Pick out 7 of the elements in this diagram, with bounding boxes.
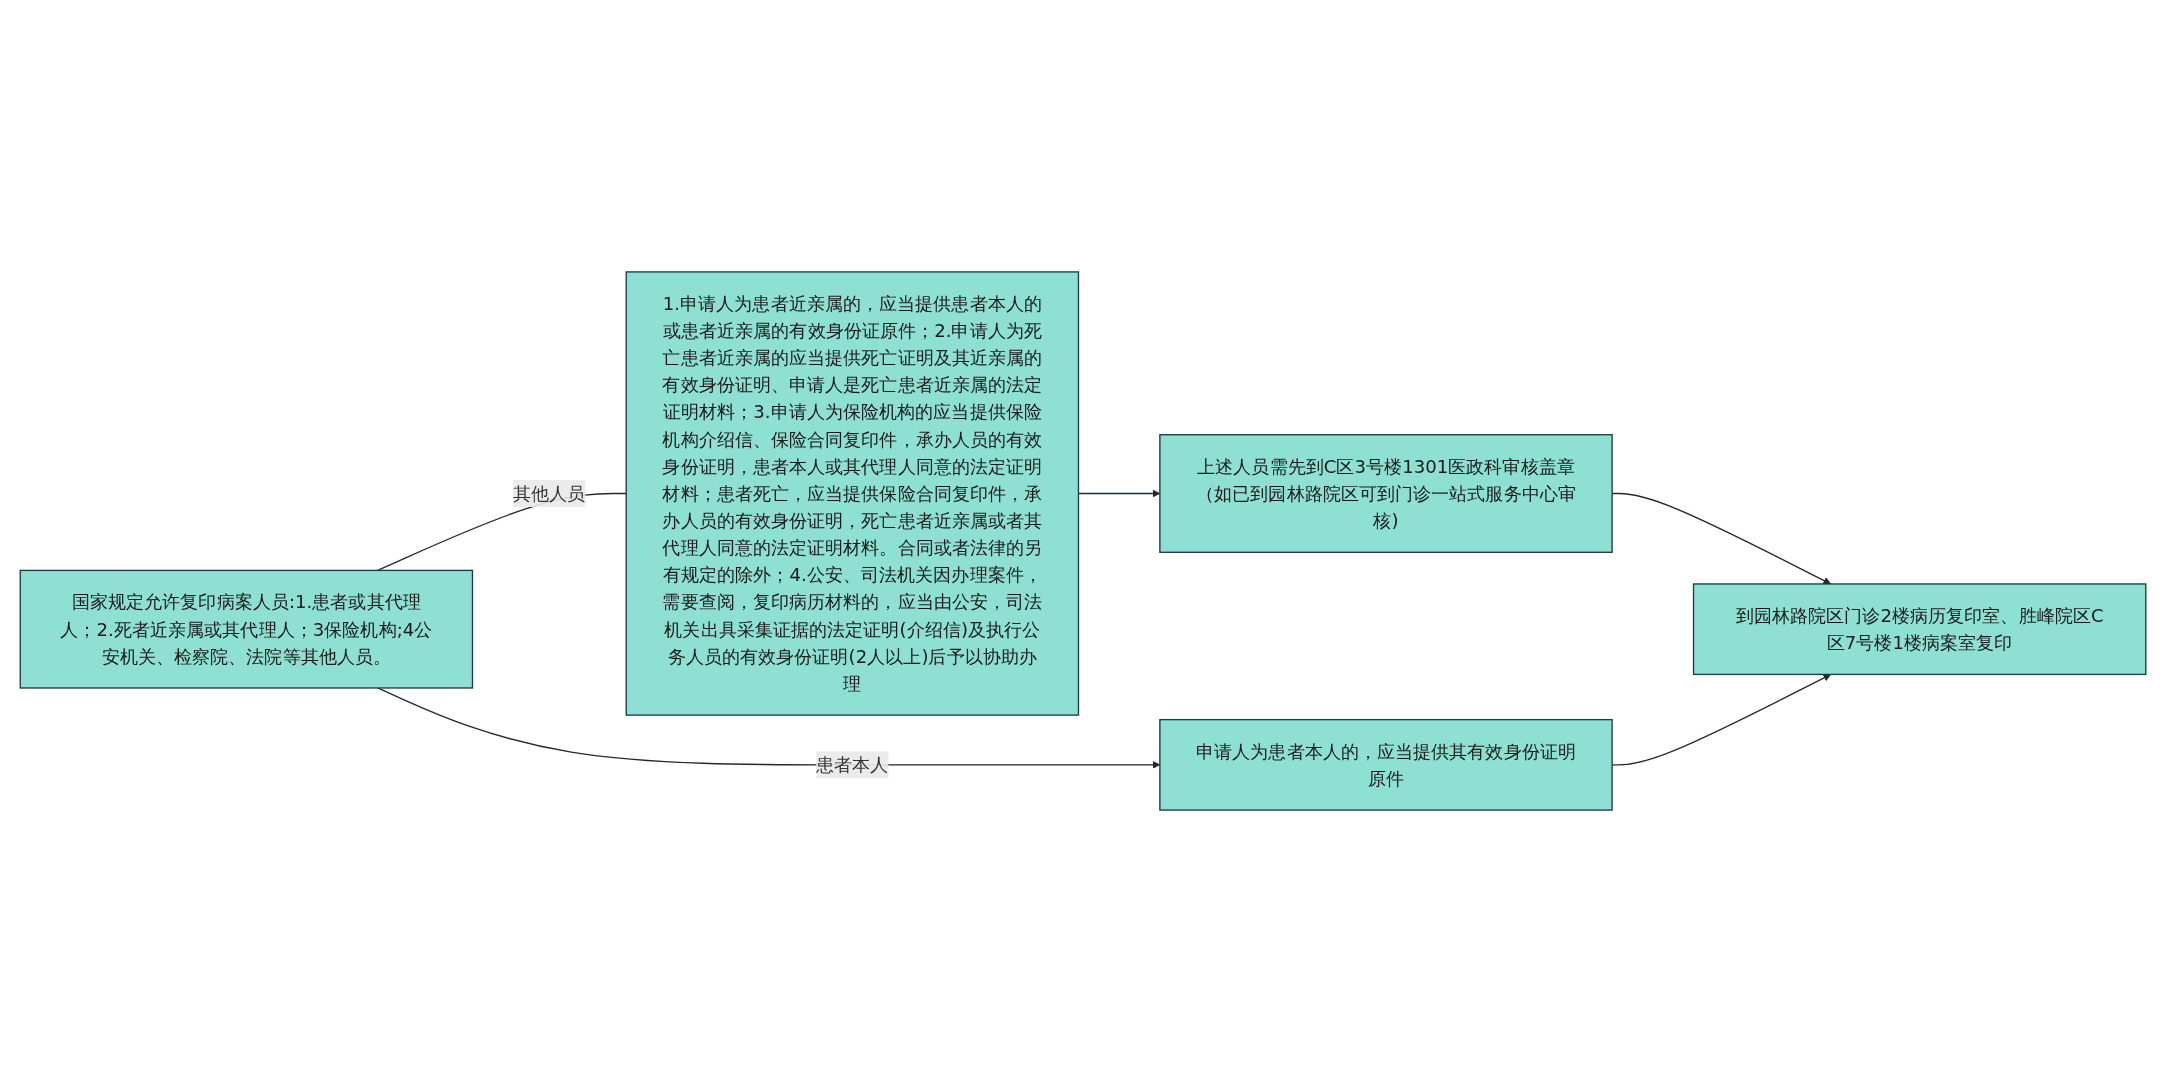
edge-label: 患者本人	[816, 754, 889, 776]
node-box: 国家规定允许复印病案人员:1.患者或其代理人；2.死者近亲属或其代理人；3保险机构;4公安机关、检察院、法院等其他人员。	[19, 569, 474, 689]
node-box: 申请人为患者本人的，应当提供其有效身份证明原件	[1159, 718, 1613, 811]
node-box: 1.申请人为患者近亲属的，应当提供患者本人的或患者近亲属的有效身份证原件；2.申请人为死亡患者近亲属的应当提供死亡证明及其近亲属的有效身份证明、申请人是死亡患者近亲属的法定证明材料；3.申请人为保险机构的应当提供保险机构介绍信、保险合同复印件，承办人员的有效身份证明，患者本人或其代理人同意的法定证明材料；患者死亡，应当提供保险合同复印件，承办人员的有效身份证明，死亡患者近亲属或者其代理人同意的法定证明材料。合同或者法律的另有规定的除外；4.公安、司法机关因办理案件，需要查阅，复印病历材料的，应当由公安，司法机关出具采集证据的法定证明(介绍信)及执行公务人员的有效身份证明(2人以上)后予以协助办理	[625, 271, 1080, 716]
node-box: 到园林路院区门诊2楼病历复印室、胜峰院区C区7号楼1楼病案室复印	[1692, 583, 2147, 676]
node-box: 上述人员需先到C区3号楼1301医政科审核盖章（如已到园林路院区可到门诊一站式服务中心审核)	[1159, 434, 1613, 553]
edge-label: 其他人员	[513, 482, 586, 505]
